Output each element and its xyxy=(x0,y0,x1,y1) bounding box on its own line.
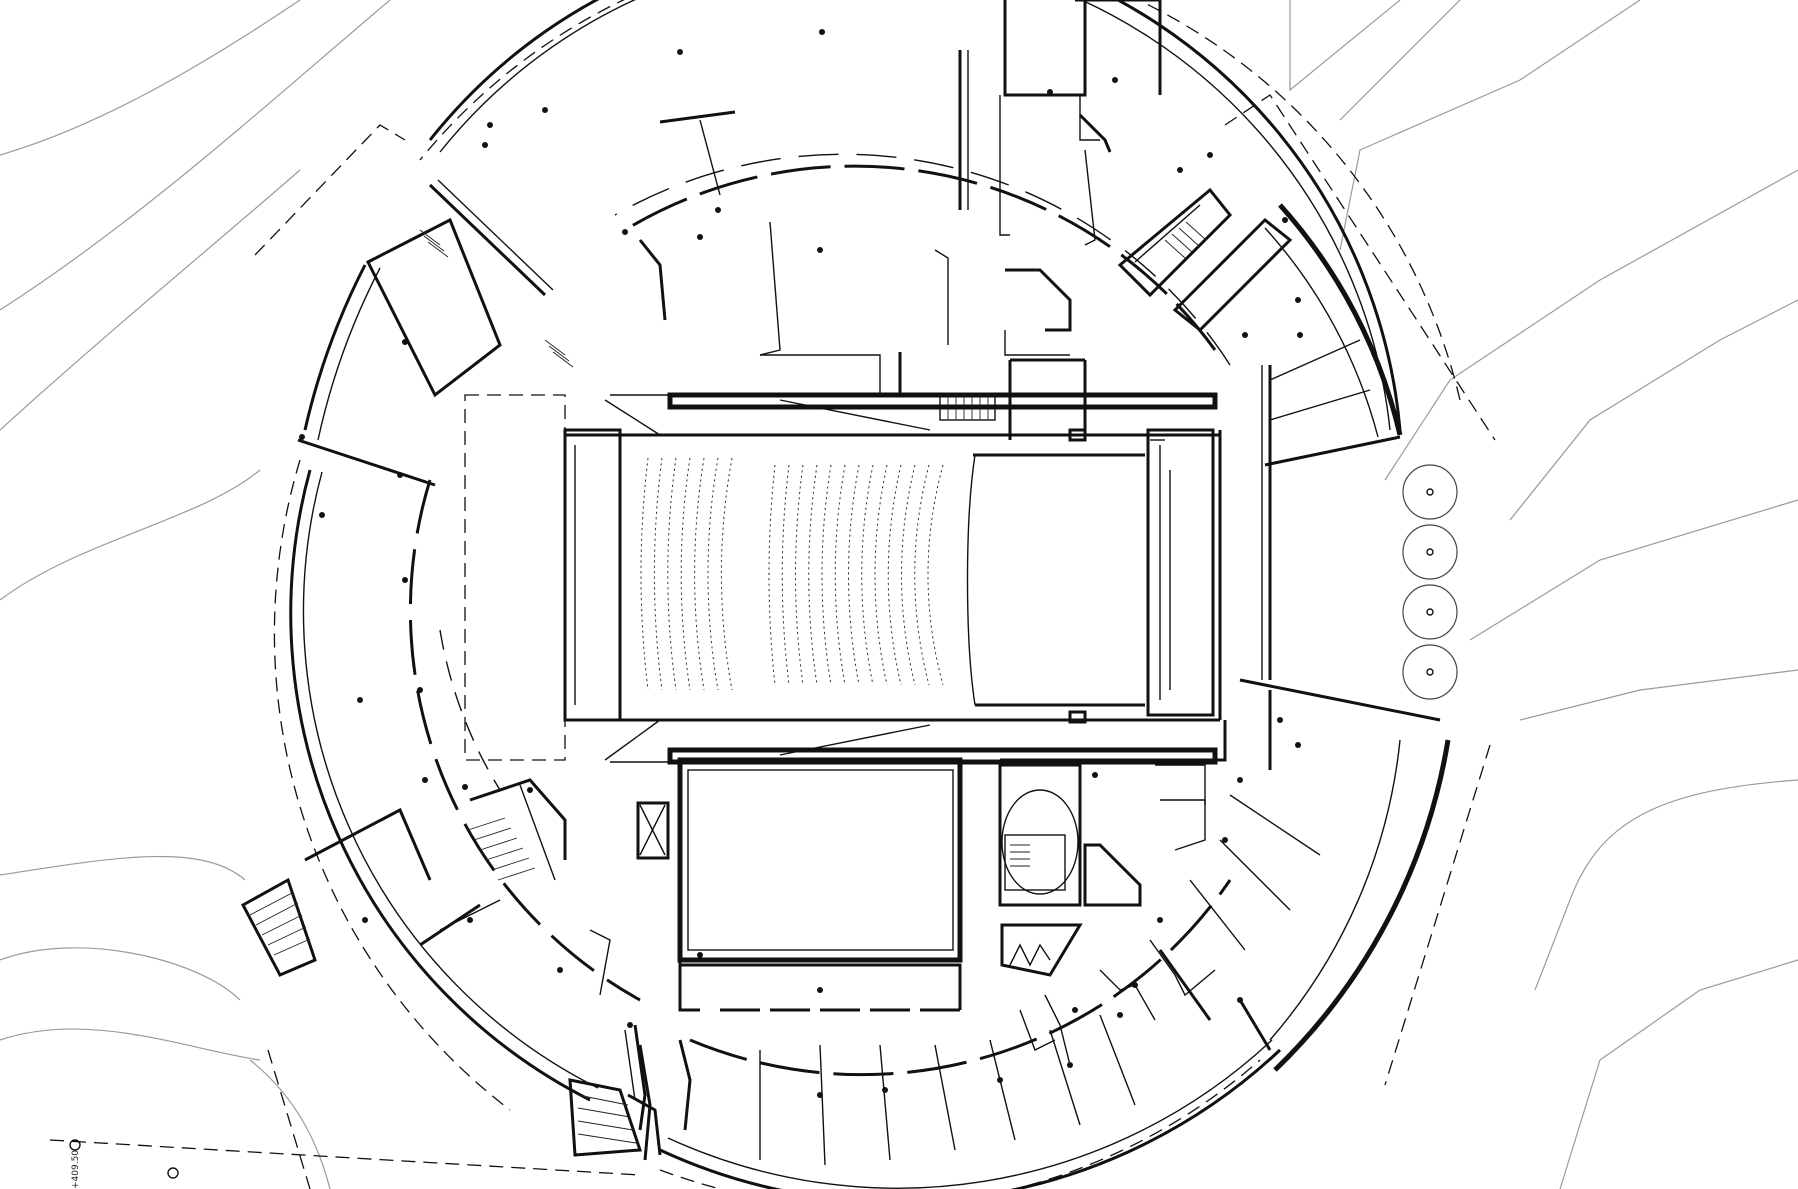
column-marker xyxy=(1092,772,1098,778)
structural-columns xyxy=(299,29,1303,1098)
column-marker xyxy=(482,142,488,148)
column-marker xyxy=(1067,1062,1073,1068)
column-marker xyxy=(697,234,703,240)
stage-area xyxy=(1000,428,1227,762)
tree-row xyxy=(1402,464,1458,700)
column-marker xyxy=(417,687,423,693)
column-marker xyxy=(1237,777,1243,783)
northwest-wing xyxy=(297,217,574,761)
column-marker xyxy=(817,987,823,993)
column-marker xyxy=(402,577,408,583)
northeast-stair-wing xyxy=(1117,187,1403,680)
column-marker xyxy=(1222,837,1228,843)
column-marker xyxy=(882,1087,888,1093)
seat-row xyxy=(653,457,663,691)
column-marker xyxy=(1237,997,1243,1003)
column-marker xyxy=(467,917,473,923)
south-wing-partitions xyxy=(638,1014,1136,1166)
seat-row xyxy=(795,464,804,686)
column-marker xyxy=(1242,332,1248,338)
stair-southwest xyxy=(467,817,536,881)
seat-row xyxy=(848,464,860,686)
column-marker xyxy=(1047,89,1053,95)
column-marker xyxy=(1112,77,1118,83)
column-marker xyxy=(487,122,493,128)
column-marker xyxy=(817,247,823,253)
column-marker xyxy=(397,472,403,478)
seat-row xyxy=(680,457,691,691)
seat-row xyxy=(720,457,733,691)
tree-icon xyxy=(1402,464,1458,520)
tree-icon xyxy=(1402,644,1458,700)
tree-icon xyxy=(1402,584,1458,640)
seat-row xyxy=(861,464,874,686)
column-marker xyxy=(622,229,628,235)
north-wing-rooms xyxy=(428,0,1162,397)
column-marker xyxy=(715,207,721,213)
auditorium-core xyxy=(563,358,1220,765)
seat-row xyxy=(874,464,888,686)
column-marker xyxy=(357,697,363,703)
seat-row xyxy=(887,464,902,686)
column-marker xyxy=(402,339,408,345)
seat-row xyxy=(808,464,818,686)
column-marker xyxy=(1157,917,1163,923)
column-marker xyxy=(677,49,683,55)
inner-corridor-ring xyxy=(408,153,1232,1077)
column-marker xyxy=(362,917,368,923)
seat-row xyxy=(694,457,705,691)
column-marker xyxy=(627,1022,633,1028)
column-marker xyxy=(1132,982,1138,988)
column-marker xyxy=(1177,167,1183,173)
elevation-label: +409.50 xyxy=(71,1150,81,1189)
column-marker xyxy=(1297,332,1303,338)
rehearsal-room xyxy=(636,757,963,1012)
seat-row xyxy=(901,464,916,686)
stair-exterior-south xyxy=(568,1078,662,1157)
seat-row xyxy=(927,464,944,686)
building-outer-ring xyxy=(273,0,1461,1189)
column-marker xyxy=(299,434,305,440)
column-marker xyxy=(819,29,825,35)
column-marker xyxy=(997,1077,1003,1083)
seat-row xyxy=(640,457,649,691)
column-marker xyxy=(557,967,563,973)
column-marker xyxy=(319,512,325,518)
stair-exterior-west xyxy=(240,877,317,977)
auditorium-seating xyxy=(640,457,944,691)
column-marker xyxy=(527,787,533,793)
seat-row xyxy=(834,464,846,686)
column-marker xyxy=(1295,297,1301,303)
seat-row xyxy=(768,464,776,686)
column-marker xyxy=(422,777,428,783)
column-marker xyxy=(462,784,468,790)
southeast-rooms xyxy=(998,678,1441,1066)
column-marker xyxy=(1207,152,1213,158)
column-marker xyxy=(1072,1007,1078,1013)
column-marker xyxy=(1117,1012,1123,1018)
column-marker xyxy=(1282,217,1288,223)
elevation-markers: +409.50 xyxy=(69,1139,179,1189)
column-marker xyxy=(1277,717,1283,723)
site-boundary xyxy=(49,94,1496,1189)
seat-row xyxy=(707,457,719,691)
stair-north-core xyxy=(939,394,996,421)
column-marker xyxy=(697,952,703,958)
seat-row xyxy=(914,464,930,686)
column-marker xyxy=(1295,742,1301,748)
seat-row xyxy=(821,464,832,686)
seat-row xyxy=(781,464,790,686)
column-marker xyxy=(817,1092,823,1098)
seat-row xyxy=(667,457,677,691)
tree-icon xyxy=(1402,524,1458,580)
southwest-wing: +409.50 xyxy=(69,778,662,1189)
column-marker xyxy=(542,107,548,113)
